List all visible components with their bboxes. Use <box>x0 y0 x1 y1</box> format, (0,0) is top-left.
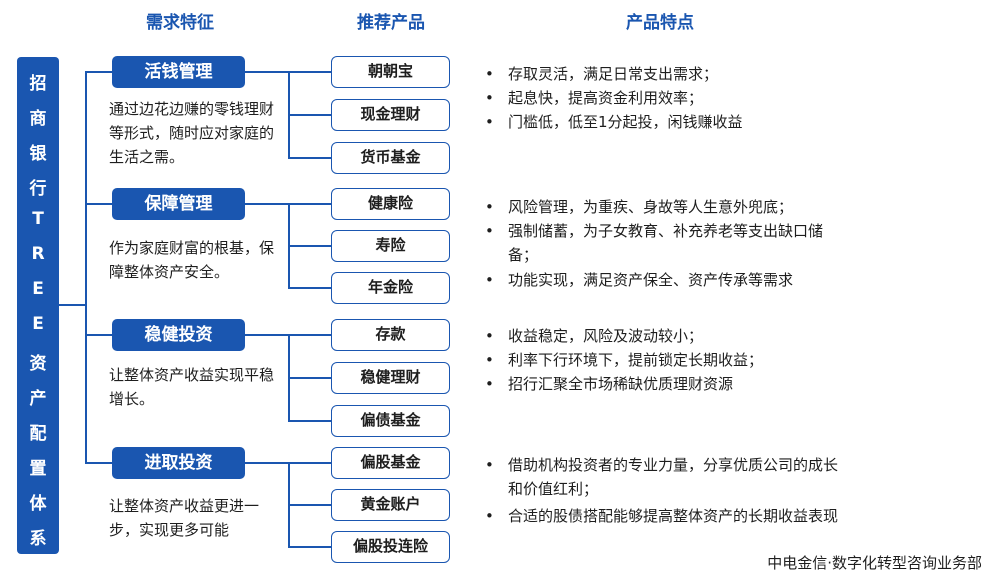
product-box: 偏债基金 <box>331 405 450 437</box>
connector-line <box>85 462 112 464</box>
bullet-icon: • <box>485 113 494 131</box>
category-description: 让整体资产收益实现平稳增长。 <box>109 366 275 408</box>
connector-line <box>245 334 289 336</box>
feature-item: • 招行汇聚全市场稀缺优质理财资源 <box>485 372 855 396</box>
category-stable-investment: 稳健投资 <box>112 319 245 351</box>
bullet-icon: • <box>485 327 494 345</box>
bullet-icon: • <box>485 271 494 289</box>
category-description: 通过边花边赚的零钱理财等形式，随时应对家庭的生活之需。 <box>109 100 275 166</box>
connector-line <box>288 157 331 159</box>
feature-text: 门槛低，低至1分起投，闲钱赚收益 <box>508 113 743 131</box>
side-label-char: 银 <box>29 144 47 164</box>
side-label-char: T <box>32 209 44 229</box>
side-label-char: 体 <box>29 494 47 514</box>
connector-line <box>288 462 331 464</box>
product-box: 寿险 <box>331 230 450 262</box>
product-box: 货币基金 <box>331 142 450 174</box>
category-liquid-money: 活钱管理 <box>112 56 245 88</box>
bullet-icon: • <box>485 89 494 107</box>
product-box: 偏股基金 <box>331 447 450 479</box>
bullet-icon: • <box>485 507 494 525</box>
feature-text: 强制储蓄，为子女教育、补充养老等支出缺口储备； <box>508 222 824 264</box>
product-box: 年金险 <box>331 272 450 304</box>
connector-line <box>245 71 289 73</box>
side-label-bar: 招 商 银 行 T R E E 资 产 配 置 体 系 <box>17 57 59 554</box>
connector-line <box>288 420 331 422</box>
feature-text: 起息快，提高资金利用效率； <box>508 89 704 107</box>
feature-item: • 借助机构投资者的专业力量，分享优质公司的成长和价值红利； <box>485 453 845 501</box>
feature-text: 存取灵活，满足日常支出需求； <box>508 65 719 83</box>
connector-line <box>288 546 331 548</box>
side-label-char: 置 <box>29 459 47 479</box>
bullet-icon: • <box>485 375 494 393</box>
feature-item: • 功能实现，满足资产保全、资产传承等需求 <box>485 268 855 292</box>
feature-item: • 起息快，提高资金利用效率； <box>485 86 855 110</box>
product-box: 偏股投连险 <box>331 531 450 563</box>
product-box: 存款 <box>331 319 450 351</box>
side-label-char: E <box>32 314 44 334</box>
bullet-icon: • <box>485 65 494 83</box>
product-box: 健康险 <box>331 188 450 220</box>
side-label-char: 招 <box>29 74 47 94</box>
feature-item: • 存取灵活，满足日常支出需求； <box>485 62 855 86</box>
bullet-icon: • <box>485 456 494 474</box>
feature-item: • 利率下行环境下，提前锁定长期收益； <box>485 348 855 372</box>
category-description: 让整体资产收益更进一步，实现更多可能 <box>109 497 260 539</box>
feature-item: • 收益稳定，风险及波动较小； <box>485 324 855 348</box>
category-aggressive-investment: 进取投资 <box>112 447 245 479</box>
feature-text: 利率下行环境下，提前锁定长期收益； <box>508 351 764 369</box>
header-demand: 需求特征 <box>146 13 214 33</box>
connector-line <box>85 71 87 464</box>
connector-line <box>85 71 112 73</box>
product-box: 朝朝宝 <box>331 56 450 88</box>
feature-item: • 强制储蓄，为子女教育、补充养老等支出缺口储备； <box>485 219 850 267</box>
category-description: 作为家庭财富的根基，保障整体资产安全。 <box>109 239 275 281</box>
side-label-char: 配 <box>29 424 47 444</box>
header-features: 产品特点 <box>626 13 694 33</box>
connector-line <box>288 287 331 289</box>
feature-text: 风险管理，为重疾、身故等人生意外兜底； <box>508 198 794 216</box>
connector-line <box>288 504 331 506</box>
connector-line <box>245 462 289 464</box>
connector-line <box>288 203 331 205</box>
connector-line <box>288 245 331 247</box>
side-label-char: 商 <box>29 109 47 129</box>
bullet-icon: • <box>485 351 494 369</box>
side-label-char: 行 <box>29 179 47 199</box>
feature-item: • 合适的股债搭配能够提高整体资产的长期收益表现 <box>485 504 845 528</box>
bullet-icon: • <box>485 198 494 216</box>
feature-text: 合适的股债搭配能够提高整体资产的长期收益表现 <box>508 507 839 525</box>
side-label-char: R <box>31 244 45 264</box>
product-box: 现金理财 <box>331 99 450 131</box>
connector-line <box>288 114 331 116</box>
feature-text: 收益稳定，风险及波动较小； <box>508 327 704 345</box>
connector-line <box>59 304 86 306</box>
side-label-char: 产 <box>29 389 47 409</box>
source-credit: 中电金信·数字化转型咨询业务部 <box>767 554 982 572</box>
side-label-char: E <box>32 279 44 299</box>
connector-line <box>288 71 331 73</box>
connector-line <box>85 334 112 336</box>
category-protection: 保障管理 <box>112 188 245 220</box>
feature-text: 借助机构投资者的专业力量，分享优质公司的成长和价值红利； <box>508 456 839 498</box>
side-label-char: 资 <box>29 354 47 374</box>
connector-line <box>85 203 112 205</box>
product-box: 黄金账户 <box>331 489 450 521</box>
feature-text: 招行汇聚全市场稀缺优质理财资源 <box>508 375 734 393</box>
feature-item: • 门槛低，低至1分起投，闲钱赚收益 <box>485 110 855 134</box>
connector-line <box>245 203 289 205</box>
bullet-icon: • <box>485 222 494 240</box>
feature-item: • 风险管理，为重疾、身故等人生意外兜底； <box>485 195 855 219</box>
header-product: 推荐产品 <box>357 13 425 33</box>
connector-line <box>288 377 331 379</box>
side-label-char: 系 <box>29 529 47 549</box>
connector-line <box>288 334 331 336</box>
product-box: 稳健理财 <box>331 362 450 394</box>
feature-text: 功能实现，满足资产保全、资产传承等需求 <box>508 271 794 289</box>
